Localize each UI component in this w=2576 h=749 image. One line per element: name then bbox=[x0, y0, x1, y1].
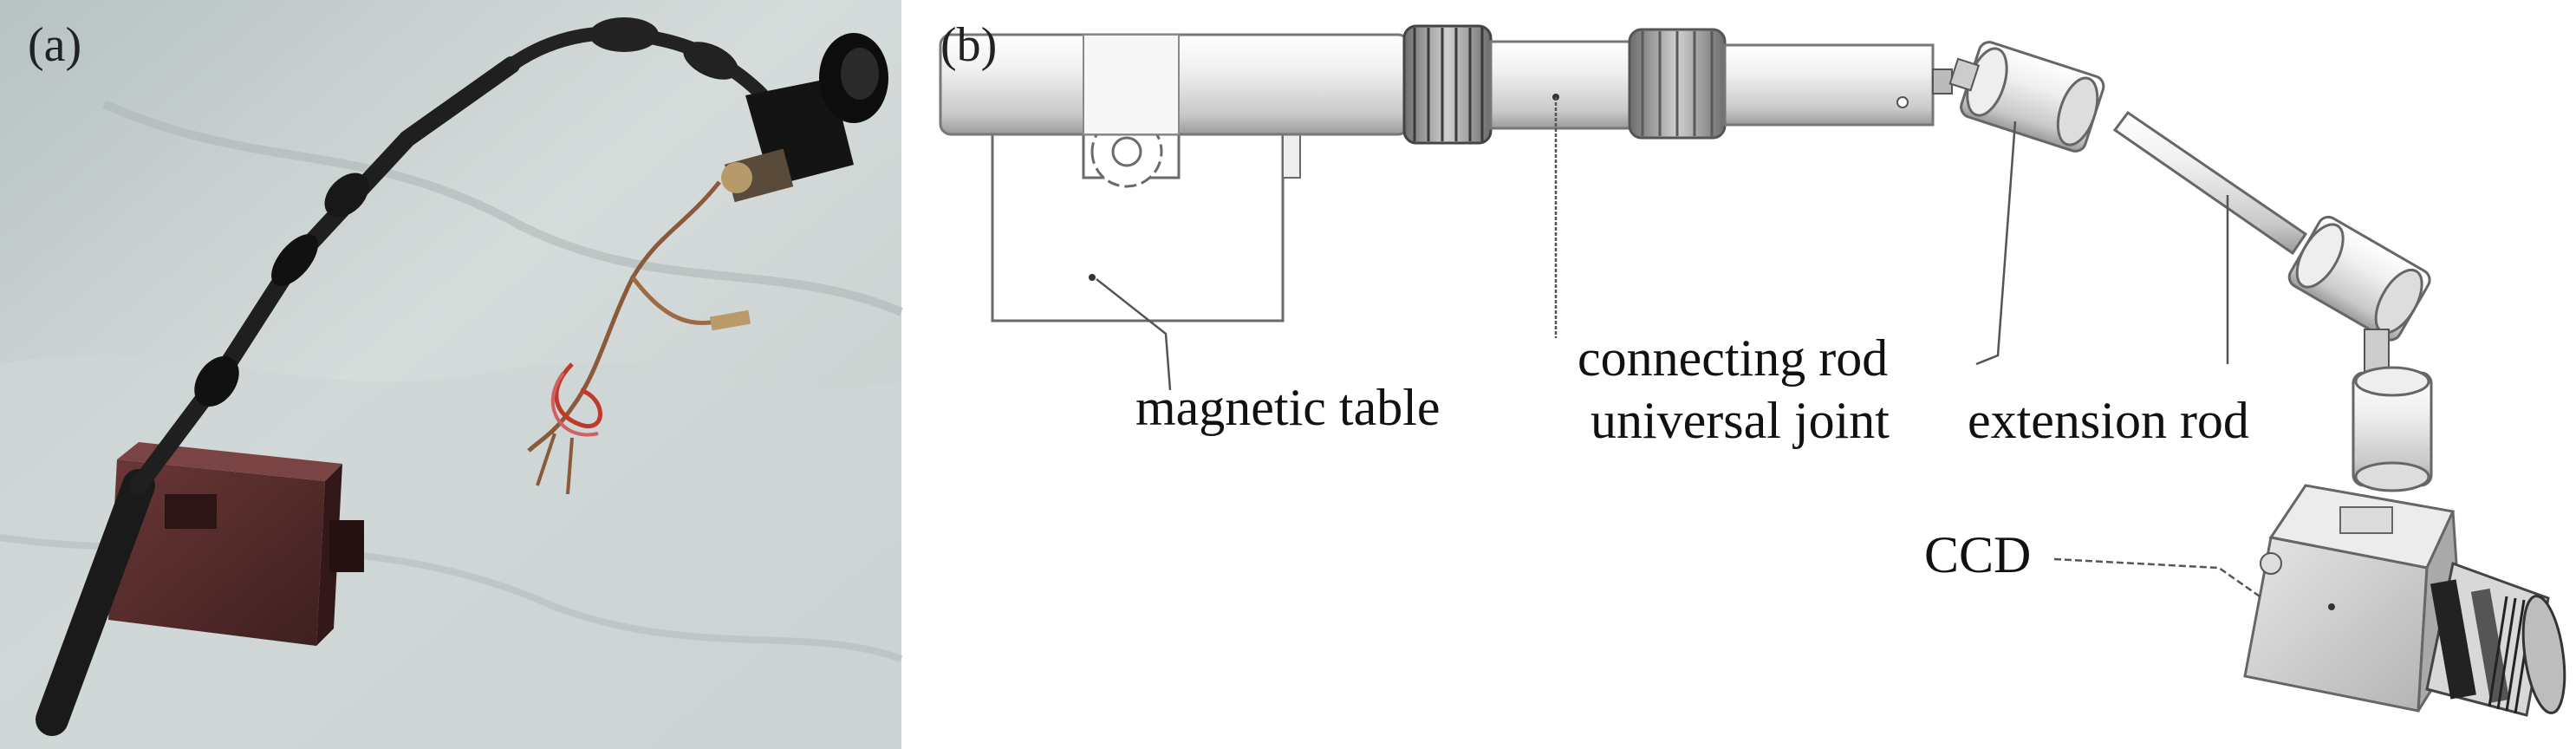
universal-joint-lower bbox=[2287, 215, 2431, 342]
label-universal-joint: universal joint bbox=[1590, 392, 1890, 449]
connecting-rod-body bbox=[1489, 40, 1631, 130]
ccd-camera bbox=[2243, 484, 2566, 717]
leader-magnetic-table bbox=[1096, 278, 1172, 391]
label-magnetic-table: magnetic table bbox=[1135, 379, 1441, 436]
ccd-camera-photo bbox=[721, 33, 888, 203]
panel-a-label: (a) bbox=[28, 18, 81, 72]
panel-a-photo: (a) bbox=[0, 0, 903, 749]
rod-joint bbox=[271, 234, 318, 286]
universal-joint-upper bbox=[1948, 41, 2105, 153]
lens bbox=[2425, 561, 2566, 717]
camera-cable bbox=[527, 180, 721, 453]
extension-rod bbox=[2112, 110, 2308, 256]
label-extension-rod: extension rod bbox=[1968, 392, 2249, 449]
panel-b-diagram: connecting rod magnetic table universal … bbox=[939, 18, 2566, 717]
rod-joint bbox=[324, 173, 369, 218]
vertical-joint bbox=[2352, 329, 2433, 492]
label-connecting-rod: connecting rod bbox=[1577, 329, 1888, 387]
panel-b-label: (b) bbox=[940, 18, 997, 72]
stand-rod-lower bbox=[36, 469, 155, 736]
label-ccd: CCD bbox=[1924, 526, 2031, 583]
leader-lines bbox=[1096, 97, 2263, 600]
main-horizontal-rod bbox=[939, 24, 1953, 145]
cable-coil bbox=[554, 362, 602, 429]
leader-universal-joint bbox=[1975, 120, 2017, 366]
knurled-nut bbox=[1402, 24, 1493, 145]
rod-joint bbox=[589, 17, 659, 52]
rod-joint bbox=[194, 355, 239, 407]
rod-joint bbox=[683, 42, 738, 80]
leader-ccd bbox=[2053, 557, 2263, 600]
